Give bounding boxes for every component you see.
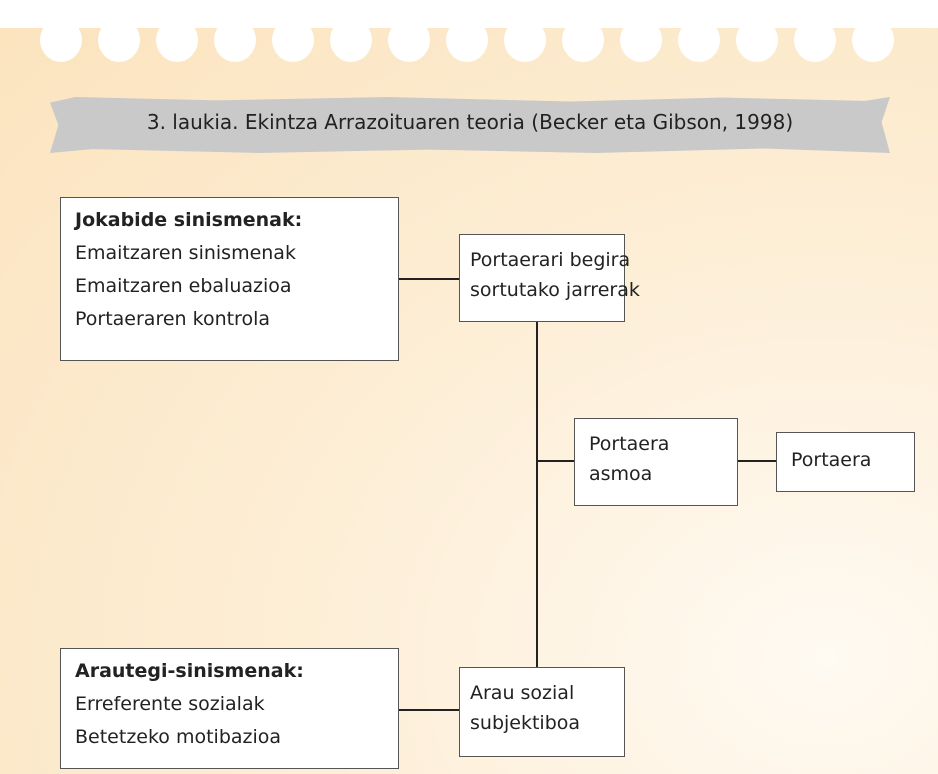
binder-holes — [40, 18, 920, 64]
box-label: Portaera — [791, 449, 872, 471]
binder-hole — [446, 18, 488, 62]
box-item: Emaitzaren ebaluazioa — [75, 275, 292, 297]
binder-hole — [388, 18, 430, 62]
binder-hole — [504, 18, 546, 62]
box-arau-sozial: Arau sozial subjektiboa — [459, 667, 625, 757]
binder-hole — [40, 18, 82, 62]
box-heading: Jokabide sinismenak: — [75, 209, 303, 231]
binder-hole — [678, 18, 720, 62]
binder-hole — [330, 18, 372, 62]
title-band — [50, 97, 890, 153]
binder-hole — [156, 18, 198, 62]
box-item: Betetzeko motibazioa — [75, 726, 282, 748]
binder-hole — [272, 18, 314, 62]
binder-hole — [98, 18, 140, 62]
box-line: asmoa — [589, 463, 653, 485]
box-line: Portaerari begira — [470, 249, 631, 271]
box-line: sortutako jarrerak — [470, 279, 640, 301]
box-item: Emaitzaren sinismenak — [75, 242, 296, 264]
box-item: Erreferente sozialak — [75, 693, 265, 715]
binder-hole — [794, 18, 836, 62]
box-line: Portaera — [589, 433, 670, 455]
box-item: Portaeraren kontrola — [75, 308, 271, 330]
box-heading: Arautegi-sinismenak: — [75, 660, 304, 682]
box-line: Arau sozial — [470, 682, 575, 704]
binder-hole — [736, 18, 778, 62]
binder-hole — [852, 18, 894, 62]
binder-hole — [620, 18, 662, 62]
diagram-title: 3. laukia. Ekintza Arrazoituaren teoria … — [146, 110, 794, 134]
box-arautegi-sinismenak: Arautegi-sinismenak: Erreferente soziala… — [60, 648, 399, 769]
box-portaera-asmoa: Portaera asmoa — [574, 418, 738, 506]
binder-hole — [214, 18, 256, 62]
box-portaerari-begira: Portaerari begira sortutako jarrerak — [459, 234, 640, 322]
box-line: subjektiboa — [470, 712, 581, 734]
box-portaera: Portaera — [776, 432, 915, 492]
box-jokabide-sinismenak: Jokabide sinismenak: Emaitzaren sinismen… — [60, 197, 399, 361]
binder-hole — [562, 18, 604, 62]
